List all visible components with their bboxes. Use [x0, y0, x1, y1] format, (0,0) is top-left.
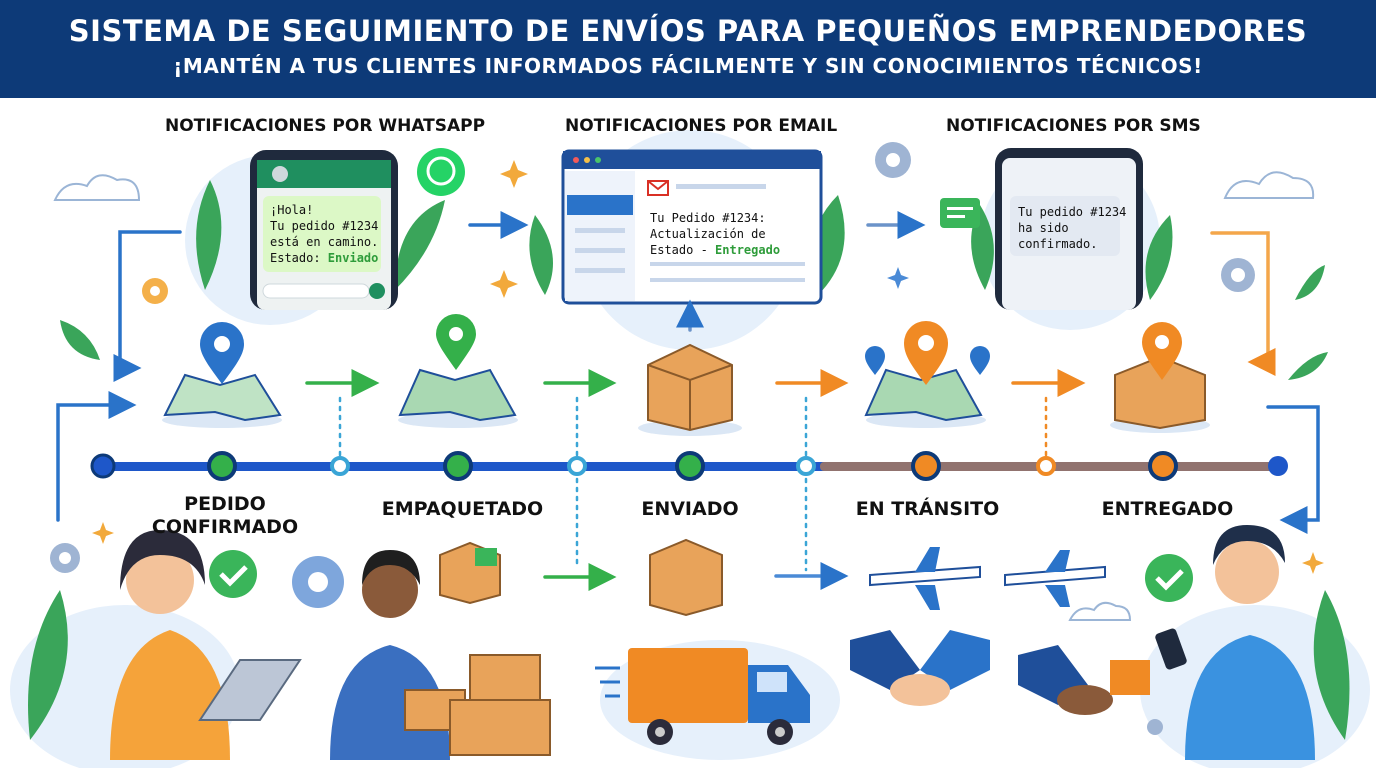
sparkle-icon	[92, 522, 114, 544]
leaf-icon	[1313, 590, 1350, 740]
map-pin-icon-stage4	[864, 321, 990, 428]
email-message: Tu Pedido #1234: Actualización de Estado…	[650, 210, 780, 258]
whatsapp-icon	[417, 148, 465, 196]
timeline-node	[1036, 456, 1056, 476]
whatsapp-message-text: ¡Hola! Tu pedido #1234 está en camino. E…	[270, 203, 379, 265]
stage-label-empaquetado: EMPAQUETADO	[381, 498, 544, 520]
stage-label-enviado: ENVIADO	[641, 498, 739, 520]
stage-label-transito: EN TRÁNSITO	[855, 498, 1000, 520]
handshake-icon	[1018, 645, 1150, 715]
whatsapp-status: Enviado	[327, 251, 379, 265]
timeline-node	[1268, 456, 1288, 476]
leaf-icon	[60, 320, 100, 360]
header-banner: SISTEMA DE SEGUIMIENTO DE ENVÍOS PARA PE…	[0, 0, 1376, 98]
page-title: SISTEMA DE SEGUIMIENTO DE ENVÍOS PARA PE…	[68, 14, 1308, 48]
airplane-icon	[1004, 550, 1106, 607]
package-icon-stage3	[638, 343, 742, 436]
man-packaging	[330, 541, 551, 760]
cloud-icon	[53, 174, 141, 201]
sparkle-icon	[887, 267, 909, 289]
sparkle-icon	[500, 160, 528, 188]
background-decor	[53, 171, 1315, 621]
sms-channel-label: NOTIFICACIONES POR SMS	[946, 116, 1201, 136]
page-subtitle: ¡MANTÉN A TUS CLIENTES INFORMADOS FÁCILM…	[173, 54, 1203, 78]
man-with-phone	[1155, 525, 1315, 760]
sms-message: Tu pedido #1234 ha sido confirmado.	[1018, 205, 1127, 251]
gear-icon	[1147, 719, 1163, 735]
email-status: Entregado	[715, 243, 781, 257]
map-pin-icon-stage2	[398, 314, 518, 428]
leaf-decor	[28, 180, 1350, 740]
handshake-icon	[850, 630, 990, 706]
gear-decor	[50, 142, 1255, 735]
timeline-node	[443, 451, 473, 481]
woman-with-laptop	[110, 530, 302, 760]
sparkle-decor	[92, 160, 1324, 574]
airplane-icon	[869, 547, 981, 610]
timeline-node	[1148, 451, 1178, 481]
check-icon-right	[1145, 554, 1193, 602]
delivery-truck-icon	[595, 648, 810, 745]
whatsapp-channel-label: NOTIFICACIONES POR WHATSAPP	[165, 116, 486, 136]
sms-phone	[995, 148, 1143, 310]
leaf-icon	[1295, 265, 1325, 300]
timeline-node	[567, 456, 587, 476]
whatsapp-phone	[250, 150, 398, 310]
stage-label-entregado: ENTREGADO	[1101, 498, 1234, 520]
email-channel-label: NOTIFICACIONES POR EMAIL	[565, 116, 838, 136]
check-icon-left	[209, 550, 257, 598]
timeline-node	[911, 451, 941, 481]
leaf-icon	[196, 180, 222, 290]
package-icon-stage5	[1110, 322, 1210, 433]
email-message-text: Tu Pedido #1234: Actualización de Estado…	[650, 211, 766, 257]
email-window	[561, 149, 823, 305]
timeline	[90, 451, 1288, 481]
timeline-node	[90, 453, 116, 479]
leaf-icon	[28, 590, 68, 740]
stage-label-confirmado: PEDIDO CONFIRMADO	[151, 493, 299, 538]
timeline-node	[796, 456, 816, 476]
leaf-icon	[395, 200, 445, 290]
sparkle-icon	[490, 270, 518, 298]
timeline-node	[330, 456, 350, 476]
whatsapp-message: ¡Hola! Tu pedido #1234 está en camino. E…	[270, 202, 378, 266]
timeline-node	[207, 451, 237, 481]
dotted-connectors	[338, 396, 1048, 572]
connector-arrows	[56, 211, 1320, 591]
leaf-icon	[529, 215, 553, 295]
leaf-icon	[1288, 352, 1328, 380]
leaf-icon	[1145, 215, 1173, 300]
package-icon-small	[649, 538, 723, 617]
timeline-node	[675, 451, 705, 481]
cloud-icon	[1223, 171, 1315, 199]
chat-icon	[940, 198, 980, 228]
cloud-icon	[1068, 601, 1132, 621]
sparkle-icon	[1302, 552, 1324, 574]
map-pin-icon-stage1	[162, 322, 282, 428]
